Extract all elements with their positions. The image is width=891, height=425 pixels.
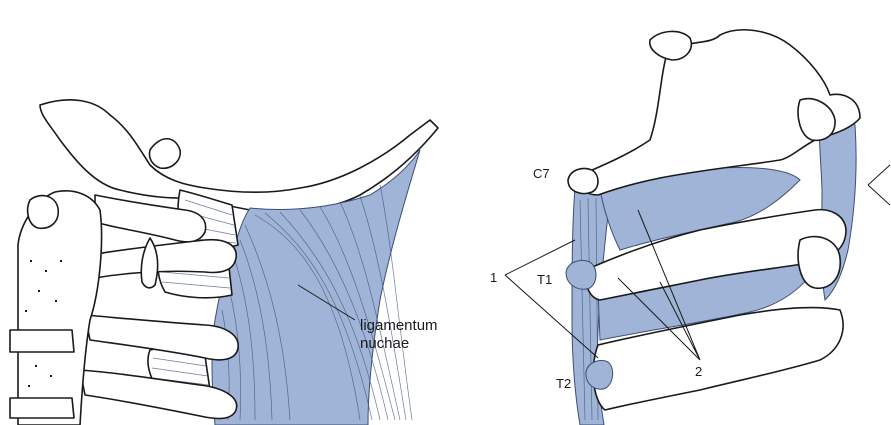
ligamentum-label-line1: ligamentum xyxy=(360,317,438,334)
label-t2: T2 xyxy=(556,376,571,391)
spinous-tip-c7 xyxy=(568,168,598,193)
label-1: 1 xyxy=(490,270,497,285)
left-panel-lateral-view: ligamentum nuchae xyxy=(10,100,438,425)
spinous-tip-t1 xyxy=(566,260,596,289)
right-panel-posterior-view: C7 T1 T2 1 2 xyxy=(490,30,890,425)
label-2: 2 xyxy=(695,364,702,379)
ligamentum-label-line2: nuchae xyxy=(360,335,409,352)
label-c7: C7 xyxy=(533,166,550,181)
right-bracket-lines xyxy=(868,165,890,205)
spinous-tip-t2 xyxy=(586,360,613,389)
label-t1: T1 xyxy=(537,272,552,287)
